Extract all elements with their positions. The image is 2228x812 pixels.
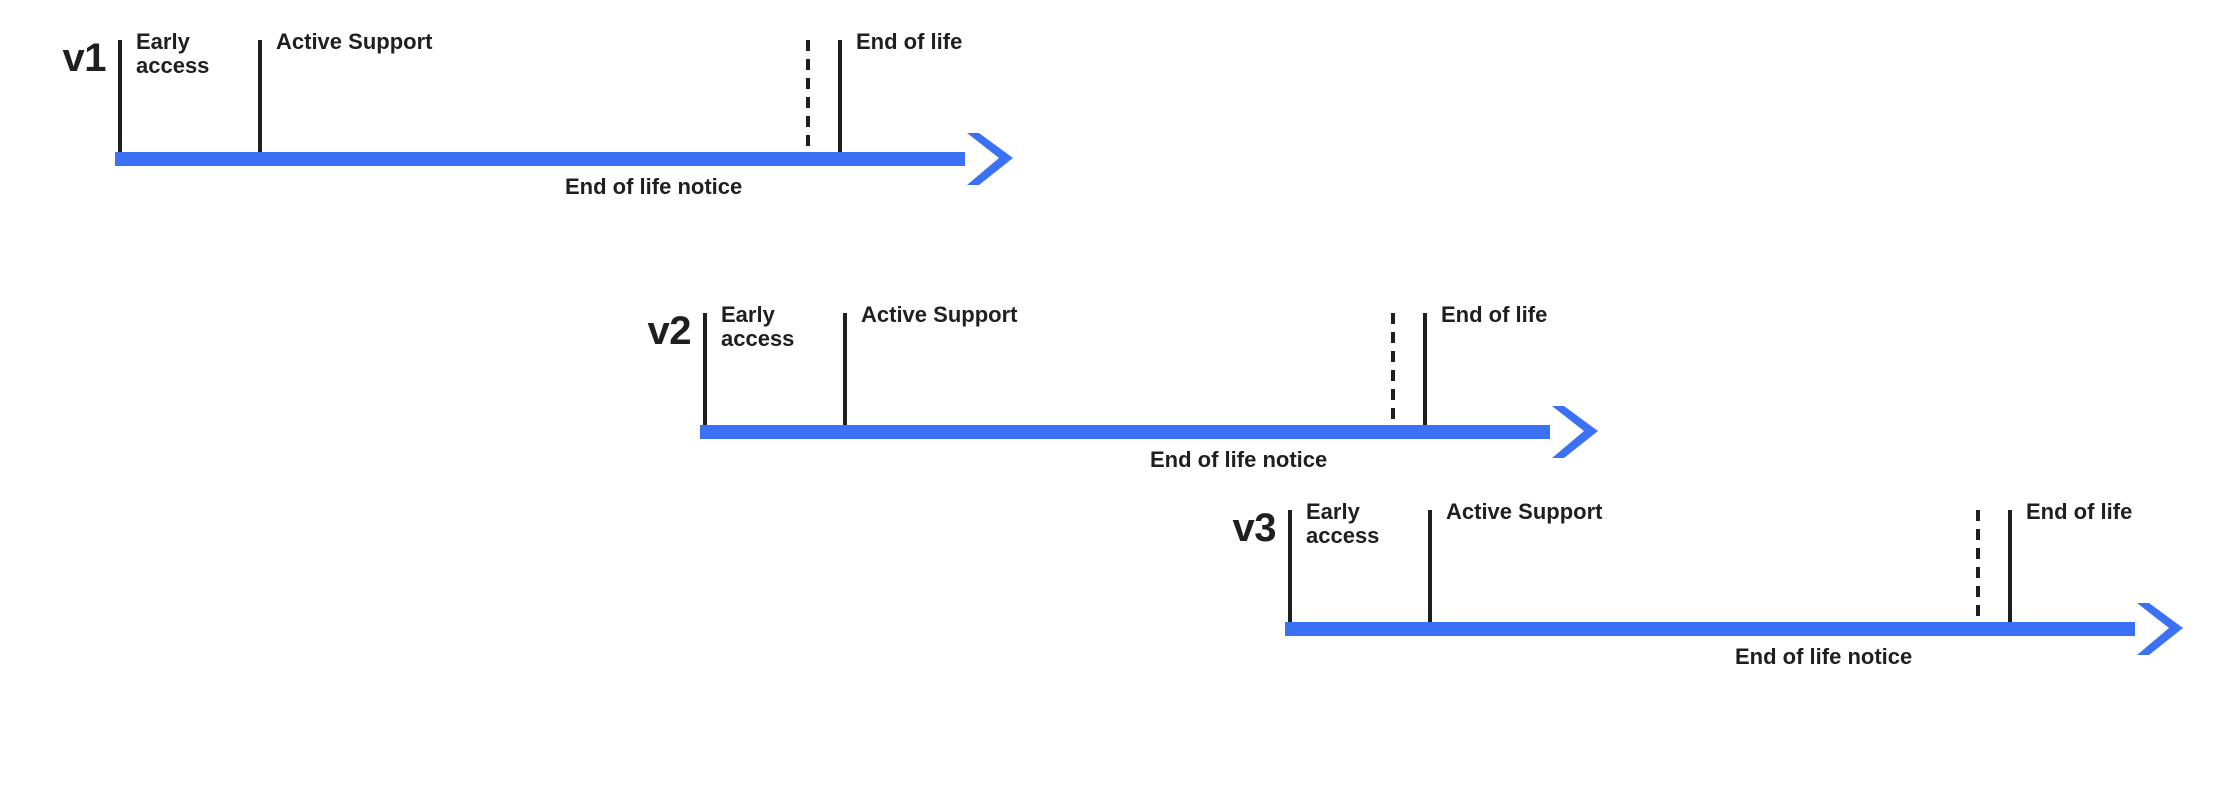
phase-label-v3-2: Active Support: [1446, 499, 1603, 524]
phase-label-v1-1: Early access: [136, 29, 210, 78]
end-of-life-notice-marker-v3: [1976, 510, 1980, 622]
phase-label-v2-1: Early access: [721, 302, 795, 351]
end-of-life-notice-marker-v2: [1391, 313, 1395, 425]
phase-divider-v3-3: [2008, 510, 2012, 622]
timeline-arrow-head-v1: [961, 127, 1025, 191]
end-of-life-notice-marker-v1: [806, 40, 810, 152]
version-label-v2: v2: [647, 309, 692, 353]
timeline-track-v1: [115, 152, 965, 166]
phase-label-v1-3: End of life: [856, 29, 963, 54]
phase-label-v2-2: Active Support: [861, 302, 1018, 327]
phase-divider-v2-3: [1423, 313, 1427, 425]
phase-divider-v3-1: [1288, 510, 1292, 622]
end-of-life-notice-label-v1: End of life notice: [565, 174, 743, 199]
phase-divider-v1-1: [118, 40, 122, 152]
phase-divider-v3-2: [1428, 510, 1432, 622]
end-of-life-notice-label-v2: End of life notice: [1150, 447, 1328, 472]
phase-label-v2-3: End of life: [1441, 302, 1548, 327]
timeline-arrow-head-v3: [2131, 597, 2195, 661]
phase-label-v1-2: Active Support: [276, 29, 433, 54]
phase-divider-v2-2: [843, 313, 847, 425]
timeline-arrow-head-v2: [1546, 400, 1610, 464]
phase-divider-v1-3: [838, 40, 842, 152]
phase-label-v3-3: End of life: [2026, 499, 2133, 524]
version-label-v3: v3: [1232, 506, 1277, 550]
version-label-v1: v1: [62, 36, 107, 80]
phase-divider-v2-1: [703, 313, 707, 425]
phase-divider-v1-2: [258, 40, 262, 152]
phase-label-v3-1: Early access: [1306, 499, 1380, 548]
end-of-life-notice-label-v3: End of life notice: [1735, 644, 1913, 669]
timeline-track-v2: [700, 425, 1550, 439]
timeline-track-v3: [1285, 622, 2135, 636]
